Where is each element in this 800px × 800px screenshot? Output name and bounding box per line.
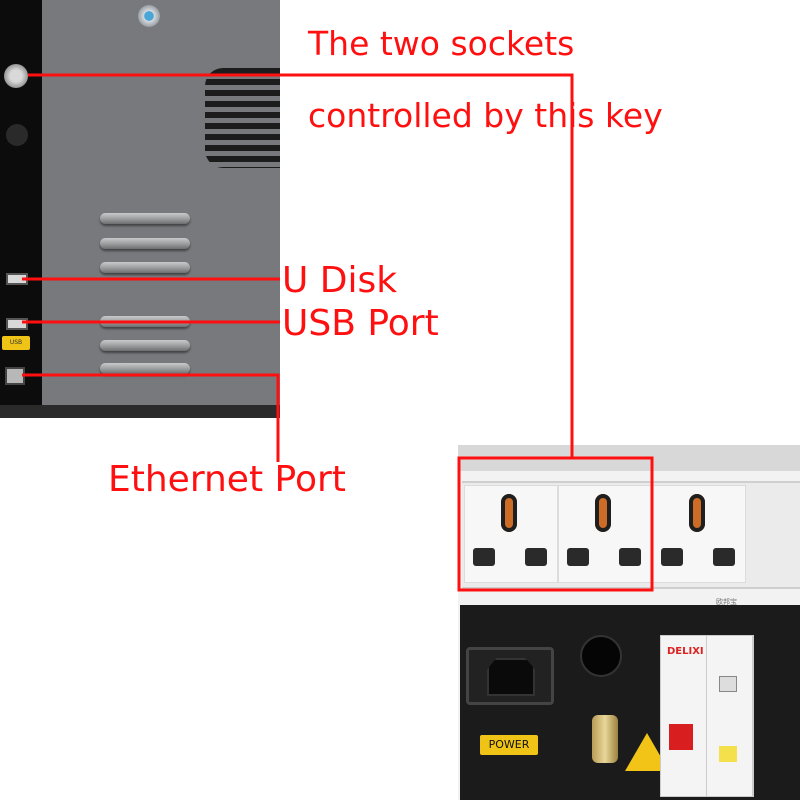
vent-slot [100, 238, 190, 249]
sockets-caption-line1: The two sockets [308, 24, 575, 63]
sockets-highlight-box [457, 456, 654, 592]
socket-pin [619, 548, 641, 566]
vent-slot [100, 213, 190, 224]
ethernet-leader-line [22, 373, 280, 462]
panel-bottom-shadow [0, 405, 280, 418]
u-disk-label: U Disk [282, 260, 398, 301]
socket-3 [652, 485, 746, 583]
power-panel: POWER DELIXI [460, 605, 800, 800]
usb-tag: USB [2, 336, 30, 350]
socket-pin [713, 548, 735, 566]
power-inlet [466, 647, 554, 705]
circuit-breaker: DELIXI [660, 635, 754, 797]
breaker-switch [669, 724, 693, 750]
socket-pin [473, 548, 495, 566]
breaker-right-half [707, 636, 753, 796]
panel-hole [580, 635, 622, 677]
key-leader-line [28, 73, 574, 458]
socket-pin [689, 494, 705, 532]
usb-port-label: USB Port [282, 303, 439, 344]
key-switch-button [4, 64, 28, 88]
speaker-grille [205, 68, 280, 168]
vent-slot [100, 262, 190, 273]
socket-pin [525, 548, 547, 566]
socket-pin [661, 548, 683, 566]
breaker-indicator [719, 746, 737, 762]
vent-slot [100, 363, 190, 374]
breaker-brand: DELIXI [667, 646, 704, 657]
socket-pin [567, 548, 589, 566]
socket-2 [558, 485, 652, 583]
vent-slot [100, 340, 190, 351]
socket-brand-mark: 欧邦宝 [716, 598, 737, 606]
sockets-caption-line2: controlled by this key [308, 96, 663, 135]
breaker-left-half [661, 636, 707, 796]
breaker-test-button [719, 676, 737, 692]
socket-pin [595, 494, 611, 532]
power-label: POWER [480, 735, 538, 755]
socket-pin [501, 494, 517, 532]
socket-panel-photo: 欧邦宝 POWER DELIXI [458, 445, 800, 800]
panel-round-control [6, 124, 28, 146]
socket-1 [464, 485, 558, 583]
power-inlet-socket [487, 658, 535, 696]
grounding-post [592, 715, 618, 763]
machine-panel-photo: USB [0, 0, 280, 418]
key-lock-icon [138, 5, 160, 27]
ethernet-port-label: Ethernet Port [108, 459, 346, 500]
